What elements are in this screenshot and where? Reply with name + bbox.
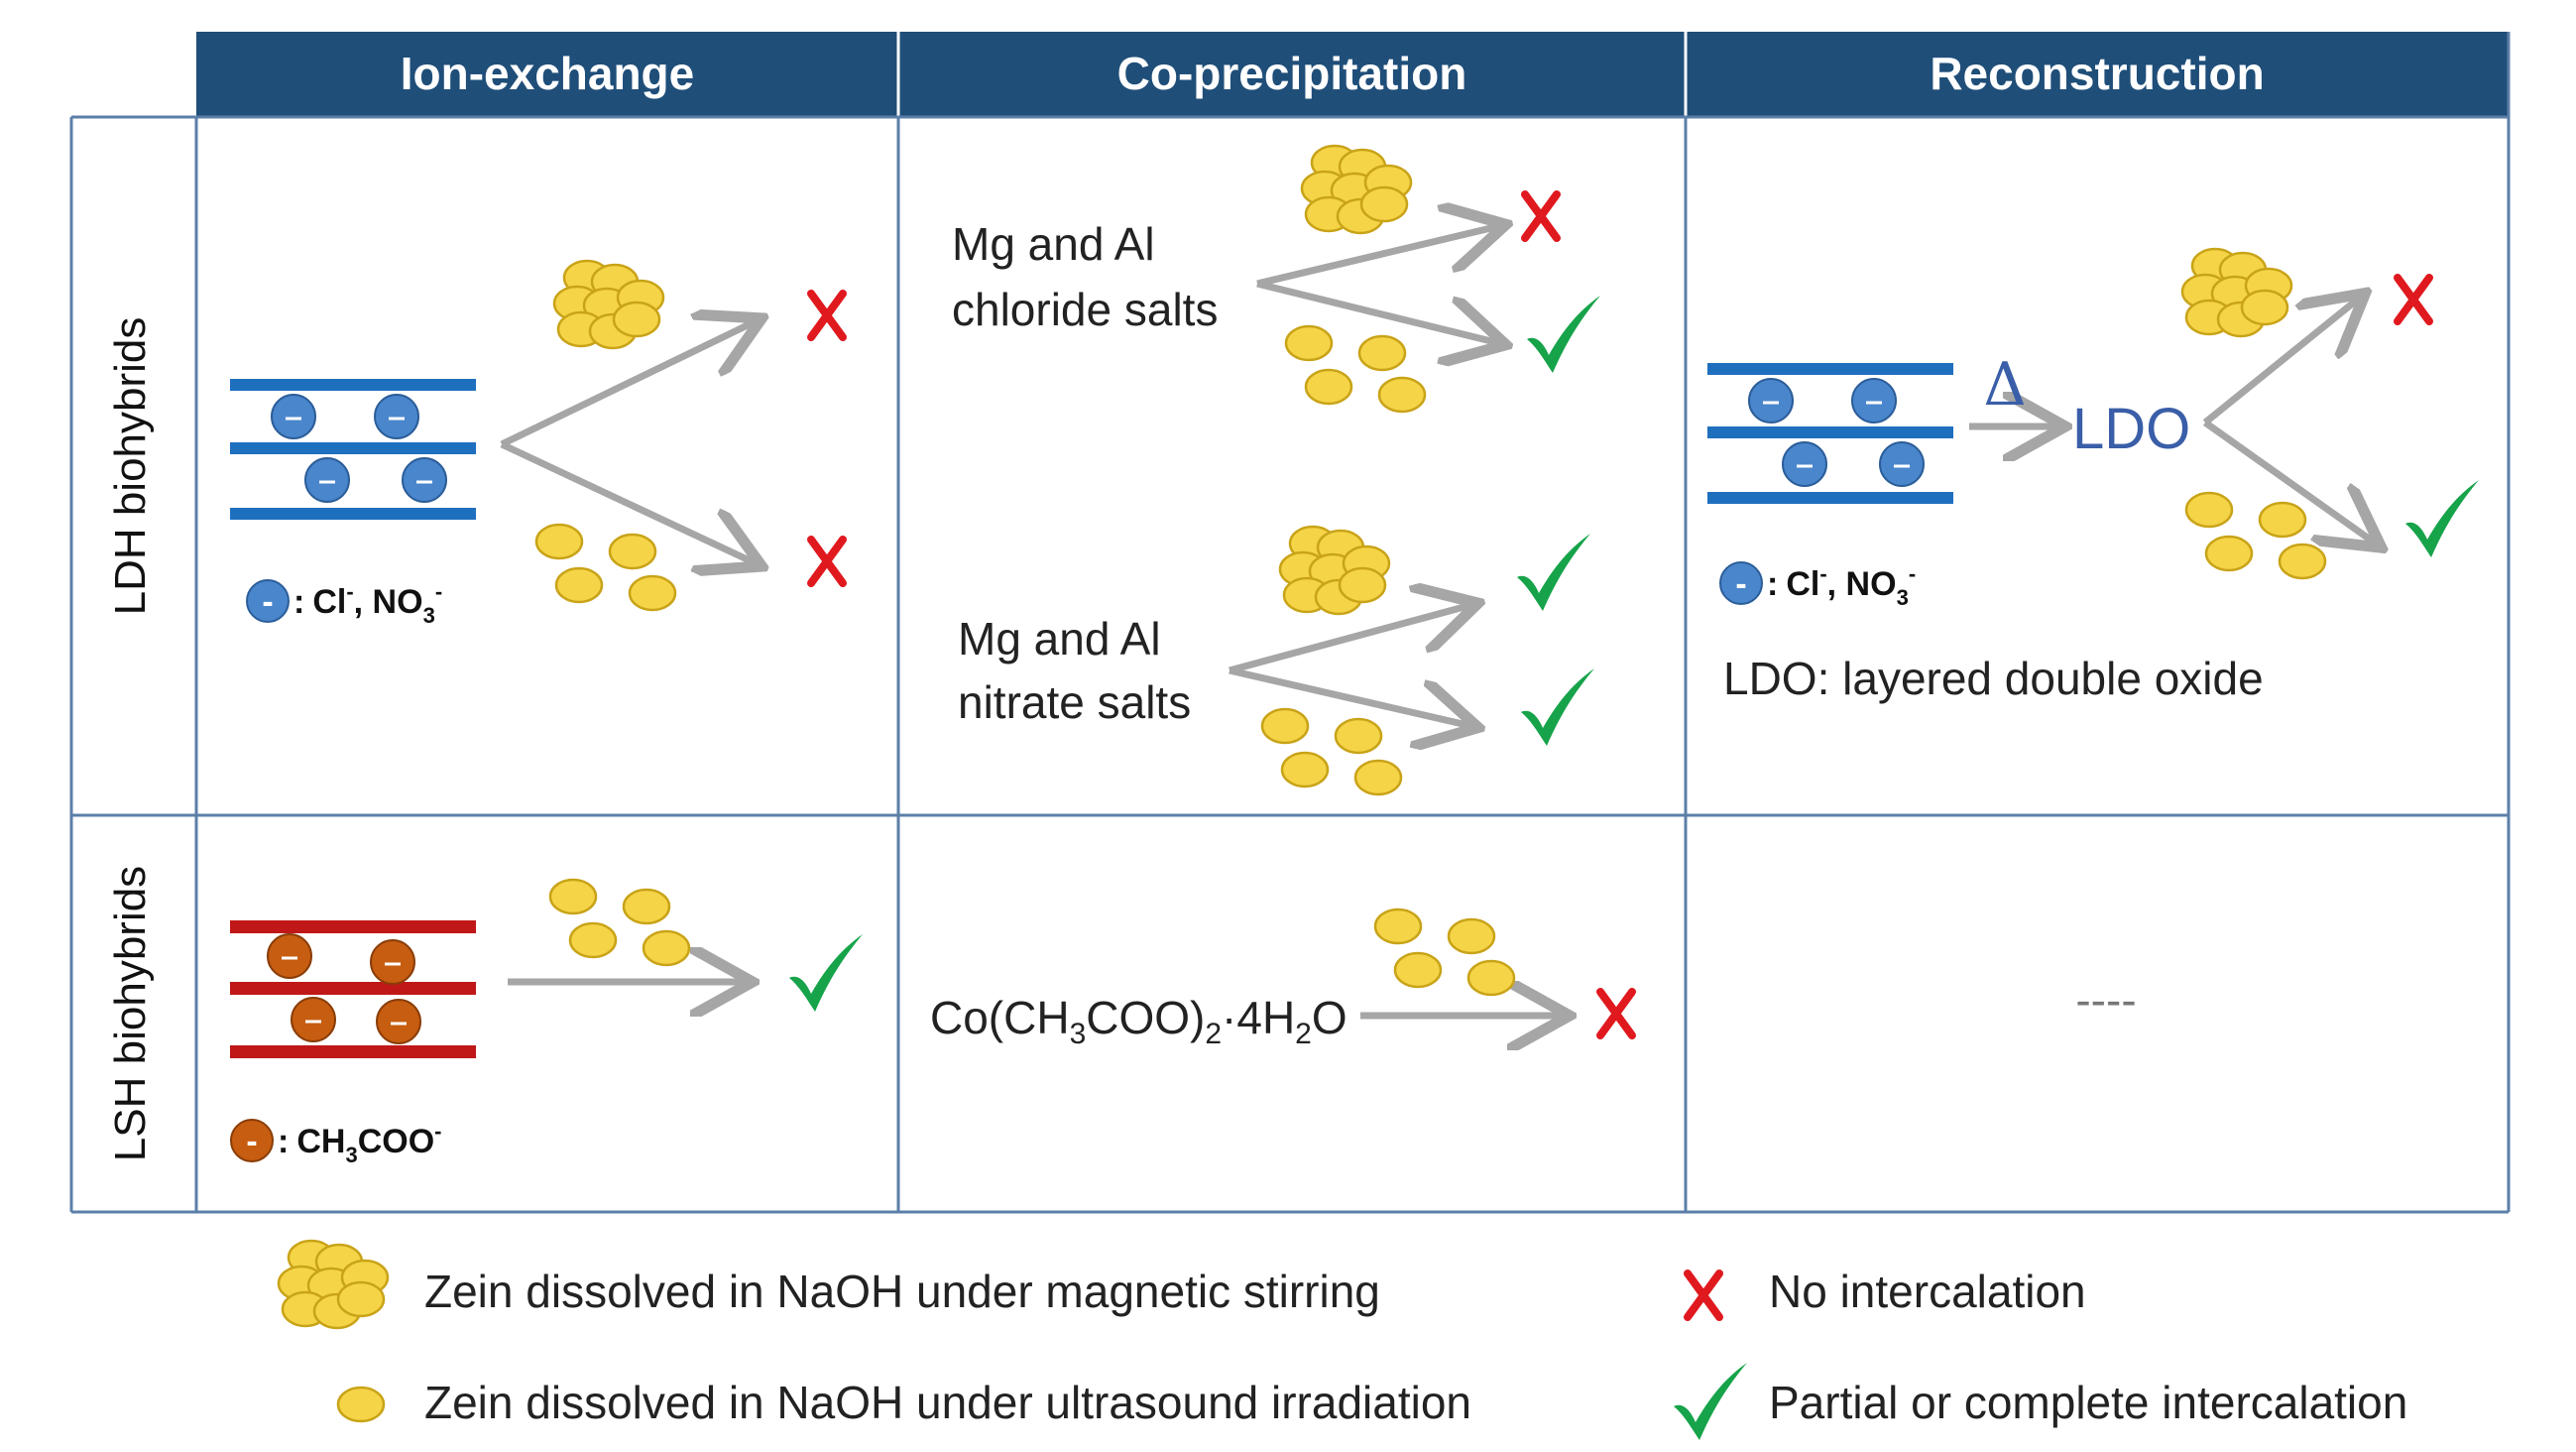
zein-cluster-icon <box>552 259 665 350</box>
lsh-anion-icon <box>230 1119 274 1162</box>
zein-particles-icon <box>1284 324 1427 414</box>
zein-cluster-icon <box>2180 247 2293 338</box>
zein-particle-icon <box>336 1386 386 1423</box>
legend-partial: Partial or complete intercalation <box>1769 1377 2407 1428</box>
check-icon <box>1521 668 1594 746</box>
arrow-ion-ldh-up <box>500 321 756 448</box>
arrow-nitrate-up <box>1229 605 1471 674</box>
table-grid <box>69 32 2511 1214</box>
anion-colon: : <box>293 583 304 621</box>
anion-no3-sup: - <box>435 579 442 604</box>
formula-co: Co(CH <box>930 992 1070 1043</box>
check-icon <box>1517 534 1590 611</box>
anion-colon: : <box>1767 565 1778 603</box>
header-reconstruction: Reconstruction <box>1930 48 2264 99</box>
zein-cluster-icon <box>277 1239 390 1330</box>
anion-no3-sub: 3 <box>423 603 435 628</box>
cross-icon <box>1525 194 1557 238</box>
nitrate-salts-line2: nitrate salts <box>958 676 1191 728</box>
header-co-precipitation: Co-precipitation <box>1117 48 1467 99</box>
lsh-layers-icon <box>228 918 478 1060</box>
formula-sub3: 3 <box>1070 1018 1087 1050</box>
formula-sub2b: 2 <box>1295 1018 1312 1050</box>
anion-cl-sup: - <box>346 579 353 604</box>
cross-icon <box>1600 992 1632 1035</box>
check-icon <box>789 934 863 1012</box>
ldo-label: LDO <box>2072 397 2190 461</box>
check-icon <box>2405 480 2479 557</box>
formula-dot: ·4H <box>1222 992 1295 1043</box>
legend-magnetic: Zein dissolved in NaOH under magnetic st… <box>424 1266 1380 1317</box>
arrow-ldo-down <box>2202 420 2376 544</box>
anion-sep: , NO <box>354 583 423 621</box>
formula-o: O <box>1312 992 1347 1043</box>
anion-sep: , NO <box>1827 565 1897 603</box>
check-icon <box>1674 1363 1747 1440</box>
anion-coo: COO <box>358 1123 434 1160</box>
anion-no3-sup: - <box>1909 561 1916 586</box>
header-ion-exchange: Ion-exchange <box>401 48 695 99</box>
arrow-chloride-down <box>1256 280 1499 343</box>
arrow-ldo-up <box>2202 298 2360 425</box>
ldh-anion-legend: :Cl-, NO3- <box>293 579 442 628</box>
anion-cl-sup: - <box>1819 561 1826 586</box>
anion-colon: : <box>278 1123 289 1160</box>
chloride-salts-line2: chloride salts <box>952 284 1218 335</box>
legend-no-intercalation: No intercalation <box>1769 1266 2086 1317</box>
row-label-ldh: LDH biohybrids <box>106 317 155 616</box>
check-icon <box>1527 296 1600 373</box>
ldh-layers-icon <box>228 377 478 522</box>
anion-ch: CH <box>296 1123 345 1160</box>
delta-symbol: Δ <box>1983 350 2026 420</box>
zein-cluster-icon <box>1278 525 1391 616</box>
anion-minus: - <box>246 1123 257 1160</box>
zein-particles-icon <box>2184 491 2327 580</box>
cross-icon <box>811 294 843 337</box>
zein-particles-icon <box>1373 908 1516 997</box>
ldh-anion-legend: :Cl-, NO3- <box>1767 561 1916 610</box>
anion-no3-sub: 3 <box>1897 585 1909 610</box>
cobalt-acetate-formula: Co(CH3COO)2·4H2O <box>930 992 1347 1050</box>
nitrate-salts-line1: Mg and Al <box>958 613 1161 665</box>
anion-cl: Cl <box>312 583 346 621</box>
zein-particles-icon <box>1260 707 1403 796</box>
anion-cl: Cl <box>1786 565 1819 603</box>
zein-particles-icon <box>534 523 677 612</box>
ldh-layers-icon <box>1705 361 1955 506</box>
arrow-ion-ldh-down <box>500 440 756 563</box>
zein-cluster-icon <box>1300 144 1413 235</box>
formula-coo: COO) <box>1086 992 1205 1043</box>
ldh-anion-icon <box>246 579 290 623</box>
anion-coo-sup: - <box>434 1119 441 1144</box>
arrow-chloride-up <box>1256 226 1499 288</box>
legend-ultrasound: Zein dissolved in NaOH under ultrasound … <box>424 1377 1471 1428</box>
chloride-salts-line1: Mg and Al <box>952 218 1155 270</box>
lsh-anion-legend: :CH3COO- <box>278 1119 441 1167</box>
header-band <box>196 32 2509 117</box>
anion-ch-sub: 3 <box>345 1143 357 1167</box>
ldo-definition: LDO: layered double oxide <box>1723 653 2264 704</box>
zein-particles-icon <box>548 878 691 967</box>
empty-cell-dashes: ---- <box>2075 974 2136 1026</box>
arrow-nitrate-down <box>1229 666 1471 726</box>
anion-minus: - <box>1735 565 1746 603</box>
anion-minus: - <box>262 583 273 621</box>
cross-icon <box>1688 1273 1719 1317</box>
formula-sub2: 2 <box>1205 1018 1222 1050</box>
cross-icon <box>2398 278 2429 321</box>
cross-icon <box>811 540 843 583</box>
row-label-lsh: LSH biohybrids <box>106 866 155 1161</box>
ldh-anion-icon <box>1719 561 1763 605</box>
